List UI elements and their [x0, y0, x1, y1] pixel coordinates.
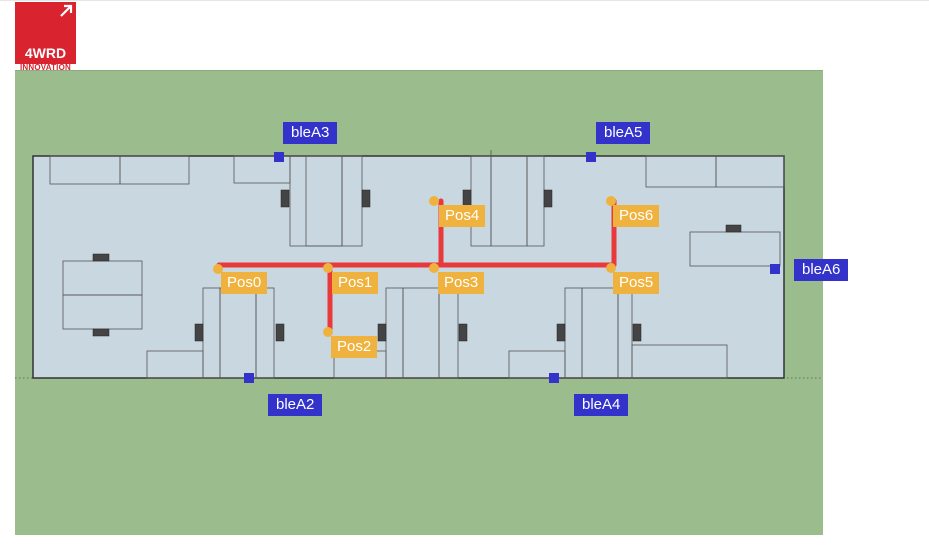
position-marker — [429, 196, 439, 206]
position-label-pos4: Pos4 — [439, 205, 486, 227]
beacon-label-bleA3: bleA3 — [283, 122, 338, 144]
beacon-marker — [770, 264, 780, 274]
position-marker — [213, 264, 223, 274]
position-label-pos0: Pos0 — [221, 272, 268, 294]
logo: 4WRD INNOVATION — [15, 2, 76, 72]
beacon-marker — [244, 373, 254, 383]
position-marker — [606, 263, 616, 273]
beacon-label-bleA6: bleA6 — [794, 259, 849, 281]
position-label-pos3: Pos3 — [438, 272, 485, 294]
logo-subtitle: INNOVATION — [19, 63, 72, 72]
top-divider — [0, 0, 929, 1]
beacon-label-bleA5: bleA5 — [596, 122, 651, 144]
beacon-label-bleA2: bleA2 — [268, 394, 323, 416]
position-marker — [429, 263, 439, 273]
beacon-marker — [549, 373, 559, 383]
logo-badge: 4WRD — [15, 2, 76, 64]
position-marker — [606, 196, 616, 206]
beacon-marker — [586, 152, 596, 162]
beacon-marker — [274, 152, 284, 162]
beacon-label-bleA4: bleA4 — [574, 394, 629, 416]
position-marker — [323, 327, 333, 337]
position-label-pos6: Pos6 — [613, 205, 660, 227]
arrow-up-right-icon — [60, 4, 73, 17]
position-label-pos2: Pos2 — [331, 336, 378, 358]
position-label-pos1: Pos1 — [332, 272, 379, 294]
position-label-pos5: Pos5 — [613, 272, 660, 294]
logo-text: 4WRD — [24, 45, 67, 61]
position-marker — [323, 263, 333, 273]
